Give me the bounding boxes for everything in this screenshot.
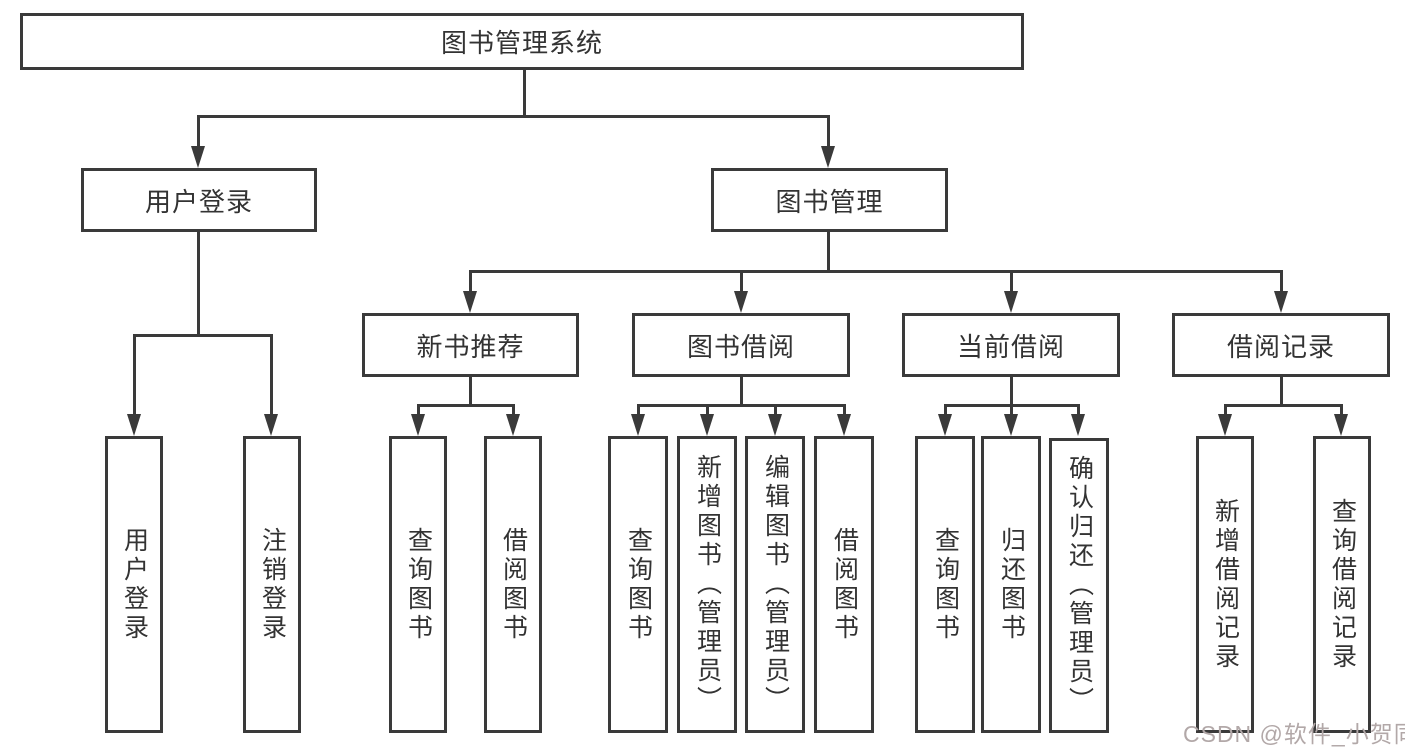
connector — [1340, 404, 1343, 416]
connector — [133, 334, 136, 414]
arrowhead — [1071, 414, 1085, 436]
connector — [1224, 404, 1227, 416]
leaf-br-query-record-label: 查询借阅记录 — [1328, 497, 1357, 672]
arrowhead — [837, 414, 851, 436]
leaf-nb-query-book-label: 查询图书 — [404, 526, 433, 643]
arrowhead — [264, 414, 278, 436]
node-root: 图书管理系统 — [20, 13, 1024, 70]
leaf-cb-confirm-return-admin-label: 确认归还（管理员） — [1065, 455, 1094, 716]
leaf-bb-borrow-book-label: 借阅图书 — [830, 526, 859, 643]
leaf-nb-borrow-book: 借阅图书 — [484, 436, 542, 733]
connector — [197, 115, 830, 118]
node-root-label: 图书管理系统 — [440, 28, 603, 58]
node-current-borrow-label: 当前借阅 — [956, 331, 1065, 362]
node-current-borrow: 当前借阅 — [902, 313, 1120, 377]
connector — [637, 404, 640, 416]
node-user-login: 用户登录 — [81, 168, 317, 232]
leaf-bb-edit-book-admin-label: 编辑图书（管理员） — [761, 454, 790, 715]
connector — [469, 377, 472, 406]
connector — [1224, 404, 1342, 407]
leaf-user-login: 用户登录 — [105, 436, 163, 733]
leaf-br-add-record: 新增借阅记录 — [1196, 436, 1254, 733]
arrowhead — [191, 146, 205, 168]
connector — [469, 270, 472, 292]
leaf-nb-borrow-book-label: 借阅图书 — [499, 526, 528, 643]
node-book-management: 图书管理 — [711, 168, 948, 232]
connector — [1010, 404, 1013, 416]
connector — [827, 115, 830, 147]
leaf-cb-return-book: 归还图书 — [981, 436, 1041, 733]
arrowhead — [938, 414, 952, 436]
node-book-borrow-label: 图书借阅 — [686, 331, 795, 362]
connector — [197, 115, 200, 147]
connector — [1077, 404, 1080, 416]
leaf-bb-borrow-book: 借阅图书 — [814, 436, 874, 733]
connector — [1010, 270, 1013, 292]
csdn-watermark: CSDN @软件_小贺同学 — [1183, 721, 1405, 747]
arrowhead — [734, 291, 748, 313]
leaf-user-login-label: 用户登录 — [120, 526, 149, 643]
connector — [843, 404, 846, 416]
node-user-login-label: 用户登录 — [144, 186, 253, 217]
arrowhead — [411, 414, 425, 436]
arrowhead — [1004, 414, 1018, 436]
connector — [774, 404, 777, 416]
connector — [417, 404, 420, 416]
leaf-logout: 注销登录 — [243, 436, 301, 733]
connector — [523, 70, 526, 117]
leaf-br-add-record-label: 新增借阅记录 — [1211, 497, 1240, 672]
leaf-bb-query-book: 查询图书 — [608, 436, 668, 733]
connector — [827, 232, 830, 272]
arrowhead — [631, 414, 645, 436]
connector — [1280, 270, 1283, 292]
leaf-bb-add-book-admin-label: 新增图书（管理员） — [693, 454, 722, 715]
connector — [512, 404, 515, 416]
connector — [469, 270, 1282, 273]
arrowhead — [700, 414, 714, 436]
arrowhead — [821, 146, 835, 168]
node-book-management-label: 图书管理 — [775, 186, 884, 217]
connector — [740, 377, 743, 406]
node-borrow-record: 借阅记录 — [1172, 313, 1390, 377]
connector — [133, 334, 273, 337]
leaf-logout-label: 注销登录 — [258, 526, 287, 643]
connector — [417, 404, 515, 407]
arrowhead — [1004, 291, 1018, 313]
arrowhead — [127, 414, 141, 436]
leaf-nb-query-book: 查询图书 — [389, 436, 447, 733]
arrowhead — [1274, 291, 1288, 313]
connector — [1280, 377, 1283, 406]
connector — [637, 404, 845, 407]
node-book-borrow: 图书借阅 — [632, 313, 850, 377]
connector — [1010, 377, 1013, 406]
leaf-cb-query-book: 查询图书 — [915, 436, 975, 733]
node-new-book-recommend-label: 新书推荐 — [416, 331, 525, 362]
connector — [706, 404, 709, 416]
node-borrow-record-label: 借阅记录 — [1226, 331, 1335, 362]
node-new-book-recommend: 新书推荐 — [362, 313, 579, 377]
arrowhead — [506, 414, 520, 436]
arrowhead — [463, 291, 477, 313]
arrowhead — [1334, 414, 1348, 436]
leaf-cb-query-book-label: 查询图书 — [931, 526, 960, 643]
leaf-bb-add-book-admin: 新增图书（管理员） — [677, 436, 737, 733]
arrowhead — [768, 414, 782, 436]
arrowhead — [1218, 414, 1232, 436]
connector — [944, 404, 947, 416]
connector — [197, 232, 200, 337]
connector — [270, 334, 273, 414]
leaf-bb-query-book-label: 查询图书 — [624, 526, 653, 643]
leaf-bb-edit-book-admin: 编辑图书（管理员） — [745, 436, 805, 733]
leaf-cb-confirm-return-admin: 确认归还（管理员） — [1049, 438, 1109, 733]
leaf-br-query-record: 查询借阅记录 — [1313, 436, 1371, 733]
leaf-cb-return-book-label: 归还图书 — [997, 526, 1026, 643]
connector — [740, 270, 743, 292]
